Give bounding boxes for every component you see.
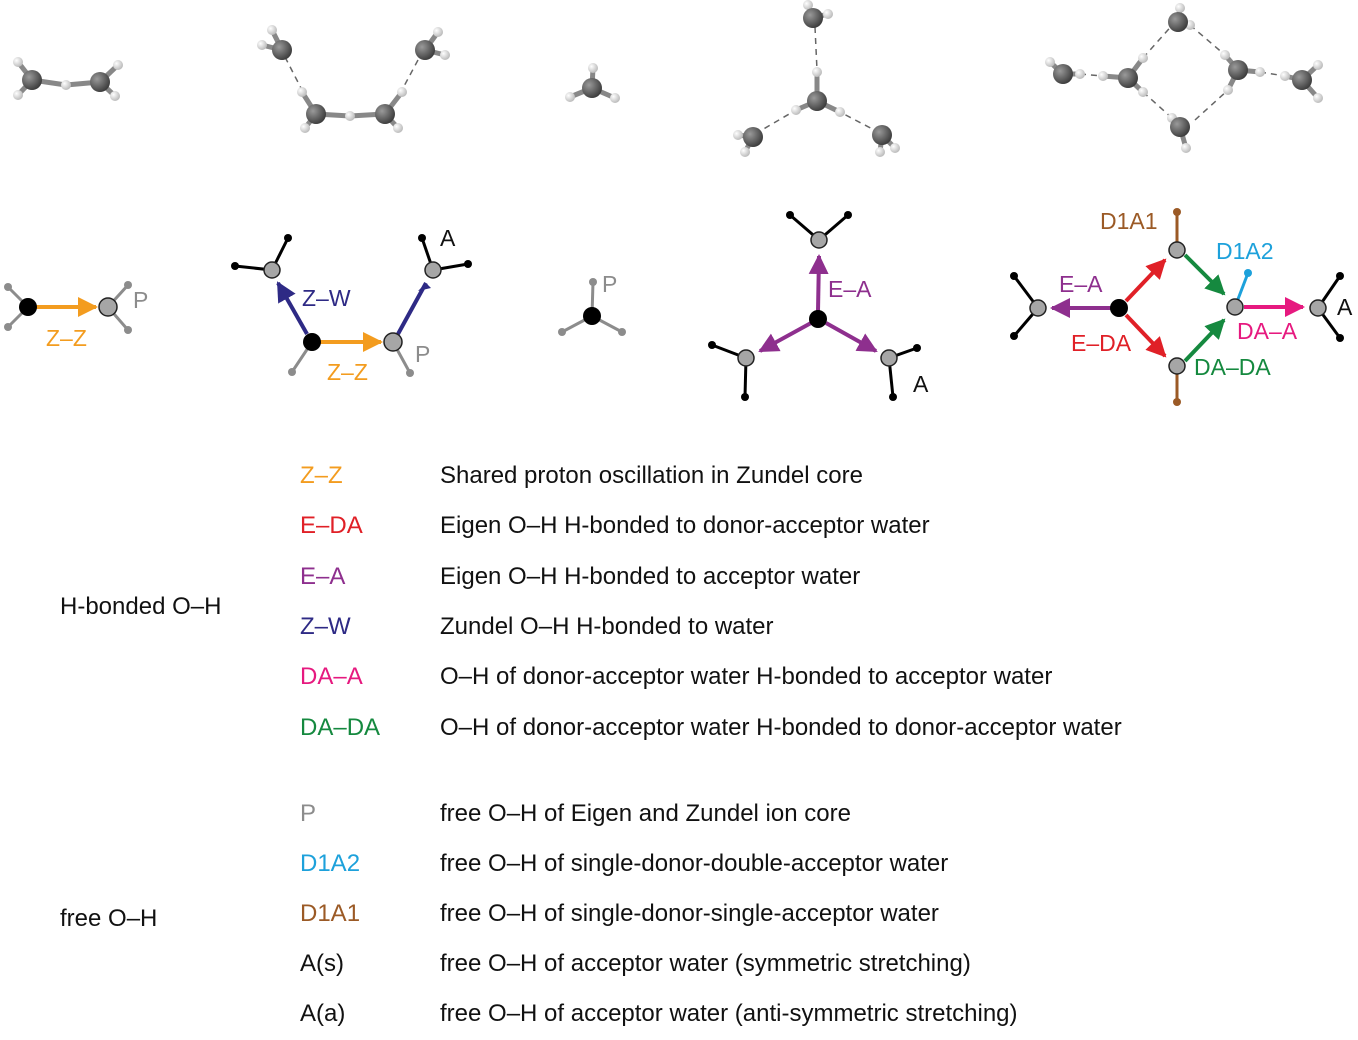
group-label-hbonded: H-bonded O–H: [60, 593, 222, 620]
legend-description: Eigen O–H H-bonded to donor-acceptor wat…: [440, 512, 930, 540]
legend-description: free O–H of Eigen and Zundel ion core: [440, 800, 851, 827]
label-ea-5: E–A: [1059, 271, 1103, 297]
hbonded-row: E–A Eigen O–H H-bonded to acceptor water: [0, 563, 1358, 603]
label-zw: Z–W: [302, 285, 351, 311]
legend-description: O–H of donor-acceptor water H-bonded to …: [440, 663, 1053, 691]
cluster-figure: Z–Z P Z–W Z–Z P A: [4, 0, 1353, 406]
model-eigen-core: [565, 63, 620, 103]
legend-description: Zundel O–H H-bonded to water: [440, 612, 774, 640]
legend-code: D1A2: [300, 850, 361, 877]
label-dada: DA–DA: [1194, 354, 1271, 380]
free-row: D1A2 free O–H of single-donor-double-acce…: [0, 850, 1358, 890]
free-row: D1A1 free O–H of single-donor-single-acce…: [0, 900, 1358, 940]
schematic-ring-cluster: D1A1 D1A2 E–A E–DA DA–A DA–DA A: [1010, 208, 1353, 406]
label-zz-1: Z–Z: [46, 325, 87, 351]
model-eigen-hydrated: [733, 0, 900, 157]
label-a-4: A: [913, 371, 929, 397]
legend-description: free O–H of single-donor-single-acceptor…: [440, 900, 939, 927]
legend-description: free O–H of acceptor water (symmetric st…: [440, 950, 971, 977]
model-ring-cluster: [1045, 3, 1323, 153]
legend-code: DA–A: [300, 663, 363, 691]
label-p-3: P: [602, 271, 617, 297]
free-row: A(s) free O–H of acceptor water (symmetri…: [0, 950, 1358, 990]
label-p-1: P: [133, 287, 148, 313]
label-ea-4: E–A: [828, 276, 872, 302]
group-label-free: free O–H: [60, 905, 158, 932]
schematic-zundel: Z–Z P: [4, 281, 148, 351]
label-eda: E–DA: [1071, 330, 1132, 356]
legend-code: A(a): [300, 1000, 346, 1027]
hbonded-row: DA–DA O–H of donor-acceptor water H-bonde…: [0, 714, 1358, 754]
legend-code: E–A: [300, 562, 346, 590]
label-d1a2: D1A2: [1216, 238, 1274, 264]
legend-code: E–DA: [300, 512, 363, 540]
legend: H-bonded O–H Z–Z Shared proton oscillatio…: [0, 450, 1358, 1033]
legend-code: A(s): [300, 950, 344, 977]
label-daa: DA–A: [1237, 318, 1298, 344]
label-a-5: A: [1337, 294, 1353, 320]
label-p-2: P: [415, 341, 430, 367]
legend-description: free O–H of acceptor water (anti-symmetr…: [440, 1000, 1018, 1027]
legend-code: DA–DA: [300, 713, 381, 741]
schematic-eigen-hydrated: E–A A: [708, 211, 929, 401]
hbonded-row: E–DA Eigen O–H H-bonded to donor-acceptor…: [0, 512, 1358, 552]
hbonded-row: Z–Z Shared proton oscillation in Zundel c…: [0, 462, 1358, 502]
label-d1a1: D1A1: [1100, 208, 1158, 234]
label-a-2: A: [440, 225, 456, 251]
legend-code: Z–W: [300, 612, 351, 640]
hbonded-row: Z–W Zundel O–H H-bonded to water: [0, 613, 1358, 653]
model-zundel-hydrated: [257, 25, 450, 133]
legend-code: P: [300, 800, 317, 827]
legend-code: Z–Z: [300, 462, 343, 489]
schematic-zundel-hydrated: Z–W Z–Z P A: [231, 225, 472, 385]
legend-description: Shared proton oscillation in Zundel core: [440, 462, 863, 489]
legend-description: Eigen O–H H-bonded to acceptor water: [440, 562, 861, 590]
hbonded-row: DA–A O–H of donor-acceptor water H-bonded…: [0, 663, 1358, 703]
schematic-eigen-core: P: [558, 271, 626, 336]
label-zz-2: Z–Z: [327, 359, 368, 385]
free-row: A(a) free O–H of acceptor water (anti-sym…: [0, 1000, 1358, 1040]
model-zundel-small: [13, 57, 123, 101]
legend-description: O–H of donor-acceptor water H-bonded to …: [440, 713, 1122, 741]
legend-code: D1A1: [300, 900, 361, 927]
legend-description: free O–H of single-donor-double-acceptor…: [440, 850, 949, 877]
